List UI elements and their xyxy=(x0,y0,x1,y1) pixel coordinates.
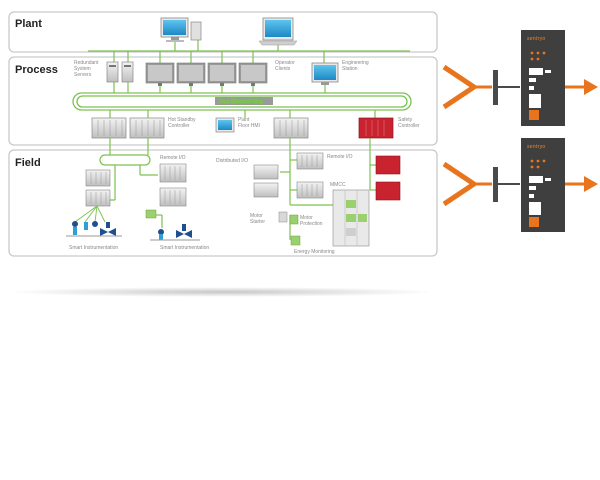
plant-zone: Plant xyxy=(8,11,438,53)
plant-workstation-1 xyxy=(160,17,202,42)
plant-network xyxy=(88,40,410,64)
field-zone-title: Field xyxy=(15,157,41,169)
motor-starter: Motor Starter xyxy=(250,211,288,225)
network-tap-icon xyxy=(493,70,498,105)
valve-icon xyxy=(158,224,192,240)
redundant-servers-label-1: Redundant xyxy=(74,60,99,66)
arrow-in-icon xyxy=(442,64,479,110)
arrow-out-icon xyxy=(584,79,598,95)
redundant-servers-label-3: Servers xyxy=(74,72,92,78)
smart-instrumentation-2: Smart Instrumentation xyxy=(145,209,209,251)
field-io-left xyxy=(85,169,111,207)
sentryo-brand-1: sentryo xyxy=(527,36,546,42)
plant-hmi-label-2: Floor HMI xyxy=(238,123,260,129)
plc-rack-icon xyxy=(129,117,165,139)
mmcc-label: MMCC xyxy=(330,182,346,188)
safety-io xyxy=(375,155,401,201)
safety-controller-label-1: Safety xyxy=(398,117,413,123)
hot-standby-label-1: Hot Standby xyxy=(168,117,196,123)
redundant-servers-label-2: System xyxy=(74,66,91,72)
motor-protection: Motor Protection xyxy=(289,214,323,227)
motor-protection-label-2: Protection xyxy=(300,221,323,227)
plant-hmi-label-1: Plant xyxy=(238,117,250,123)
engineering-station-label-2: Station xyxy=(342,66,358,72)
network-tap-icon xyxy=(493,167,498,202)
motor-starter-label-2: Starter xyxy=(250,219,265,225)
plc-rack-icon xyxy=(91,117,127,139)
ethernet-ring-label: Dual Ethernet Ring xyxy=(219,99,263,105)
sentryo-device-2: sentryo xyxy=(521,138,565,232)
mmcc-cabinet: MMCC xyxy=(330,182,370,247)
server-icon xyxy=(190,21,202,41)
remote-io-left-label: Remote I/O xyxy=(160,155,186,161)
operator-clients-label-2: Clients xyxy=(275,66,291,72)
process-zone-title: Process xyxy=(15,64,58,76)
monitor-icon xyxy=(265,20,291,37)
monitor-icon xyxy=(218,120,232,130)
process-plc xyxy=(273,117,309,139)
arrow-out-icon xyxy=(584,176,598,192)
distributed-io-label: Distributed I/O xyxy=(216,158,248,164)
remote-io-left: Remote I/O xyxy=(159,155,187,207)
plc-rack-icon xyxy=(358,117,394,139)
plant-floor-hmi: Plant Floor HMI xyxy=(215,117,260,133)
distributed-io: Distributed I/O xyxy=(216,158,279,198)
operator-clients: Operator Clients xyxy=(145,60,295,86)
energy-monitoring: Energy Monitoring xyxy=(290,235,335,255)
operator-monitor-3 xyxy=(207,62,237,86)
ring-uplinks xyxy=(109,82,376,118)
remote-io-right-label: Remote I/O xyxy=(327,154,353,160)
valve-icon xyxy=(72,221,116,236)
engineering-station-label-1: Engineering xyxy=(342,60,369,66)
remote-io-right: Remote I/O xyxy=(296,152,353,199)
safety-controller-label-2: Controller xyxy=(398,123,420,129)
smart-instr-1-label: Smart Instrumentation xyxy=(69,245,118,251)
safety-controller: Safety Controller xyxy=(358,117,420,139)
hot-standby-label-2: Controller xyxy=(168,123,190,129)
sentryo-brand-2: sentryo xyxy=(527,144,546,150)
diagram-shadow xyxy=(7,287,437,297)
operator-monitor-4 xyxy=(238,62,268,86)
plant-zone-title: Plant xyxy=(15,18,42,30)
probe-row-1: sentryo xyxy=(442,30,598,126)
smart-instr-2-label: Smart Instrumentation xyxy=(160,245,209,251)
operator-clients-label-1: Operator xyxy=(275,60,295,66)
smart-instrumentation-1: Smart Instrumentation xyxy=(66,205,122,251)
dual-ethernet-ring: Dual Ethernet Ring xyxy=(72,92,412,111)
operator-monitor-1 xyxy=(145,62,175,86)
motor-starter-label-1: Motor xyxy=(250,213,263,219)
energy-monitoring-label: Energy Monitoring xyxy=(294,249,335,255)
arrow-in-icon xyxy=(442,161,479,207)
field-zone: Field xyxy=(8,149,438,257)
motor-protection-label-1: Motor xyxy=(300,215,313,221)
probe-row-2: sentryo xyxy=(442,138,598,232)
monitor-icon xyxy=(163,20,186,35)
monitor-icon xyxy=(314,65,336,80)
hot-standby-controller: Hot Standby Controller xyxy=(91,117,196,139)
sentryo-device-1: sentryo xyxy=(521,30,565,126)
engineering-station: Engineering Station xyxy=(311,60,369,85)
plant-workstation-2 xyxy=(258,17,298,46)
plc-rack-icon xyxy=(273,117,309,139)
operator-monitor-2 xyxy=(176,62,206,86)
